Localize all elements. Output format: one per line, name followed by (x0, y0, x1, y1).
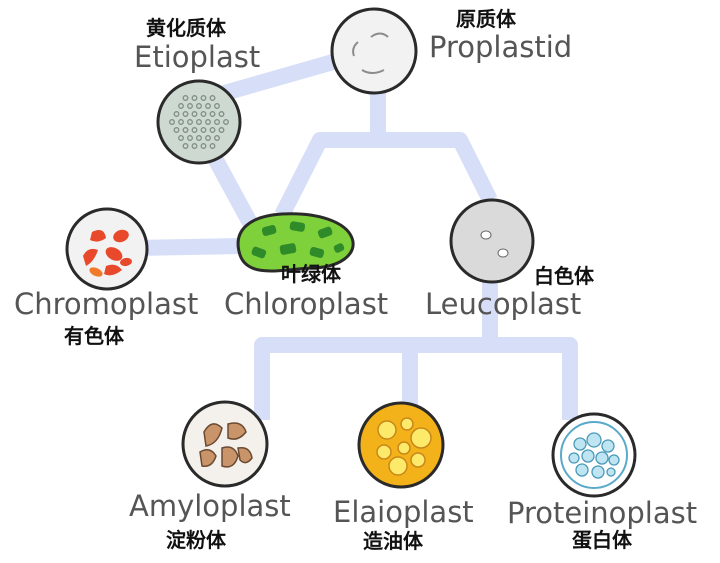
etioplast-dot (218, 127, 225, 133)
etioplast-dot (209, 143, 216, 149)
elaioplast-label-en: Elaioplast (333, 495, 474, 529)
etioplast-dot (182, 111, 189, 117)
connector-fork-to-leucoplast (378, 132, 498, 204)
etioplast-dot (178, 103, 184, 109)
etioplast-dot (191, 143, 198, 149)
etioplast-dot (214, 119, 220, 125)
proteinoplast-label-zh: 蛋白体 (572, 528, 632, 552)
amyloplast-label-en: Amyloplast (129, 489, 291, 523)
etioplast-dot (191, 95, 198, 101)
leucoplast-cell (449, 198, 535, 284)
etioplast-dot (173, 111, 180, 117)
etioplast-cell (156, 79, 242, 165)
chloroplast-label-zh: 叶绿体 (281, 262, 341, 286)
leucoplast-label-zh: 白色体 (534, 264, 594, 288)
etioplast-dot (200, 143, 207, 149)
etioplast-dot (191, 127, 198, 133)
etioplast-dot (205, 119, 211, 125)
proteinoplast-cell (551, 412, 637, 498)
proplastid-label-en: Proplastid (429, 30, 573, 64)
connector-fork-to-chloroplast (274, 132, 378, 219)
etioplast-label-zh: 黄化质体 (146, 16, 226, 40)
proplastid-cell (330, 7, 418, 95)
etioplast-dot (200, 95, 207, 101)
chromoplast-label-en: Chromoplast (14, 287, 199, 321)
etioplast-dot (214, 135, 220, 141)
etioplast-dot (223, 119, 229, 125)
proplastid-label-zh: 原质体 (456, 7, 516, 31)
etioplast-dot (178, 135, 184, 141)
etioplast-dot (187, 119, 193, 125)
etioplast-dot (209, 127, 216, 133)
chromoplast-label-zh: 有色体 (64, 324, 124, 348)
etioplast-dot (187, 135, 193, 141)
etioplast-dot (169, 119, 175, 125)
etioplast-dot (205, 103, 211, 109)
amyloplast-cell (181, 400, 269, 488)
leucoplast-label-en: Leucoplast (425, 287, 582, 321)
etioplast-dot (191, 111, 198, 117)
chromoplast-cell (65, 207, 149, 291)
etioplast-dot (182, 143, 189, 149)
etioplast-dot (182, 95, 189, 101)
connector-chromoplast-chloroplast (134, 238, 243, 256)
chloroplast-label-en: Chloroplast (224, 287, 389, 321)
etioplast-dot (196, 103, 202, 109)
amyloplast-label-zh: 淀粉体 (166, 528, 226, 552)
etioplast-dot (209, 111, 216, 117)
elaioplast-cell (357, 401, 445, 489)
etioplast-dot (173, 127, 180, 133)
etioplast-dot (205, 135, 211, 141)
etioplast-dot (200, 127, 207, 133)
etioplast-dot (196, 119, 202, 125)
etioplast-dot (214, 103, 220, 109)
chloroplast-cell (236, 212, 355, 273)
etioplast-dot (196, 135, 202, 141)
etioplast-dot (187, 103, 193, 109)
etioplast-dot (182, 127, 189, 133)
etioplast-dot (209, 95, 216, 101)
etioplast-dot (218, 111, 225, 117)
proteinoplast-label-en: Proteinoplast (507, 496, 698, 530)
etioplast-dot (178, 119, 184, 125)
etioplast-dot (200, 111, 207, 117)
elaioplast-label-zh: 造油体 (363, 529, 423, 553)
etioplast-label-en: Etioplast (134, 40, 261, 74)
